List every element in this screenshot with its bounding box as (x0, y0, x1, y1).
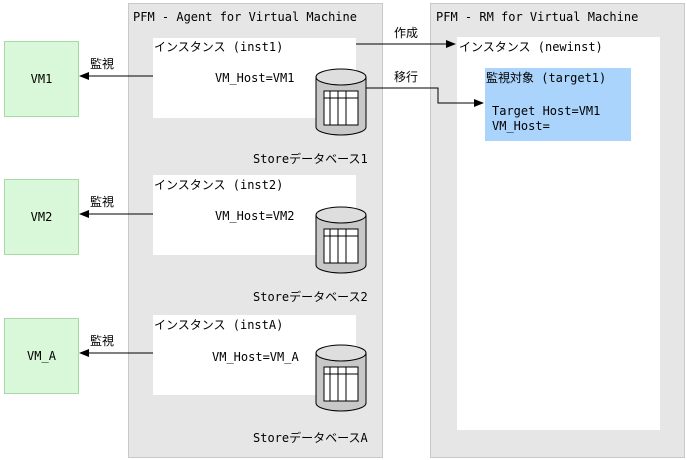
vm-label: VM_A (27, 349, 56, 363)
database-icon (315, 68, 367, 136)
vm-box: VM1 (4, 41, 79, 117)
monitor-target-title: 監視対象 (target1) (486, 71, 607, 85)
database-icon (315, 206, 367, 274)
create-label: 作成 (394, 26, 419, 40)
migrate-label: 移行 (394, 70, 419, 84)
store-label: Storeデータベース1 (253, 152, 368, 166)
instance-label: インスタンス (instA) (154, 318, 284, 332)
rm-panel-title: PFM - RM for Virtual Machine (436, 10, 639, 24)
database-icon (315, 344, 367, 412)
vm-box: VM2 (4, 179, 79, 255)
vm-label: VM2 (30, 210, 53, 224)
instance-vm-host: VM_Host=VM_A (212, 350, 299, 364)
monitor-label: 監視 (90, 334, 115, 348)
agent-panel-title: PFM - Agent for Virtual Machine (133, 10, 357, 24)
monitor-target-vmhost: VM_Host= (492, 119, 550, 133)
vm-box: VM_A (4, 318, 79, 394)
rm-instance-label: インスタンス (newinst) (459, 40, 603, 54)
monitor-target-box (485, 68, 631, 141)
migrate-arrow (356, 87, 484, 107)
instance-label: インスタンス (inst2) (154, 178, 284, 192)
store-label: Storeデータベース2 (253, 290, 368, 304)
monitor-label: 監視 (90, 195, 115, 209)
monitor-label: 監視 (90, 57, 115, 71)
instance-vm-host: VM_Host=VM1 (215, 71, 295, 85)
instance-label: インスタンス (inst1) (154, 40, 284, 54)
vm-label: VM1 (30, 72, 53, 86)
store-label: StoreデータベースA (253, 431, 368, 445)
monitor-target-host: Target Host=VM1 (492, 104, 601, 118)
instance-vm-host: VM_Host=VM2 (215, 209, 295, 223)
